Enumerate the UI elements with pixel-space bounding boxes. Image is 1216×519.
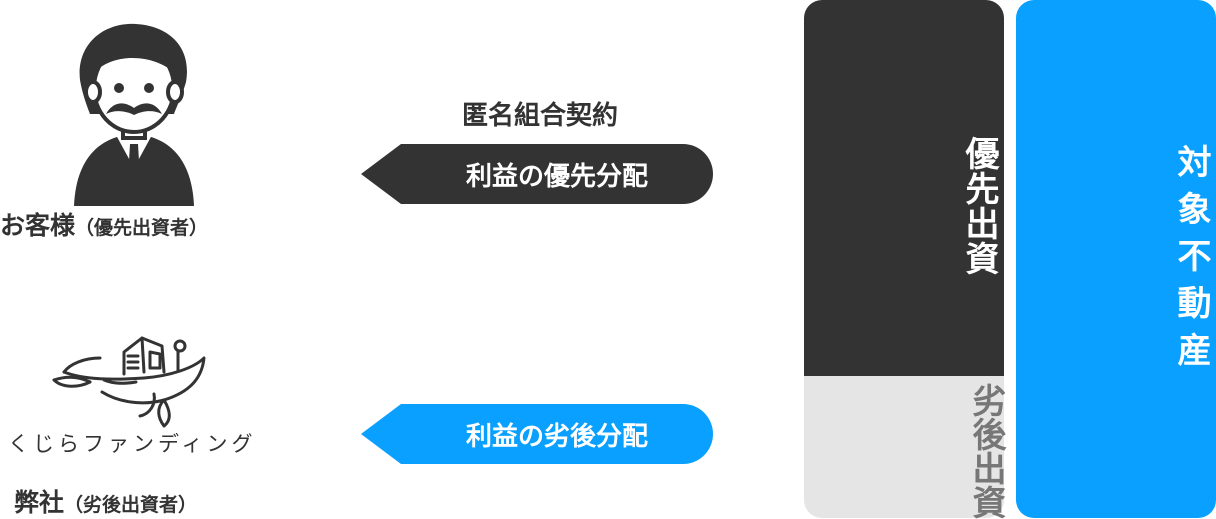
investor-label: お客様（優先出資者） [0,206,208,242]
investor-name: お客様 [0,211,76,240]
company-label: 弊社（劣後出資者） [14,483,197,519]
company-logo [44,322,216,430]
priority-distribution-label: 利益の優先分配 [465,161,648,192]
company-role: （劣後出資者） [64,494,198,516]
subordinate-capital-label: 劣後出資 [966,383,1006,519]
subordinate-distribution-label: 利益の劣後分配 [465,421,648,452]
subordinate-distribution-arrow: 利益の劣後分配 [361,404,713,464]
priority-capital-label: 優先出資 [959,136,999,276]
priority-distribution-arrow: 利益の優先分配 [361,144,713,204]
arrow-left-blue-icon [361,404,713,464]
target-property-block: 対象不動産 [1016,0,1216,518]
company-logo-text: くじらファンディング [8,432,257,456]
target-property-label: 対象不動産 [1171,144,1211,379]
subordinate-capital-block: 劣後出資 [804,376,1006,519]
priority-capital-block: 優先出資 [804,0,1004,376]
company-name: 弊社 [14,488,65,517]
contract-title: 匿名組合契約 [461,101,618,131]
investor-role: （優先出資者） [75,217,209,239]
arrow-left-dark-icon [361,144,713,204]
investor-avatar-icon [66,18,202,208]
